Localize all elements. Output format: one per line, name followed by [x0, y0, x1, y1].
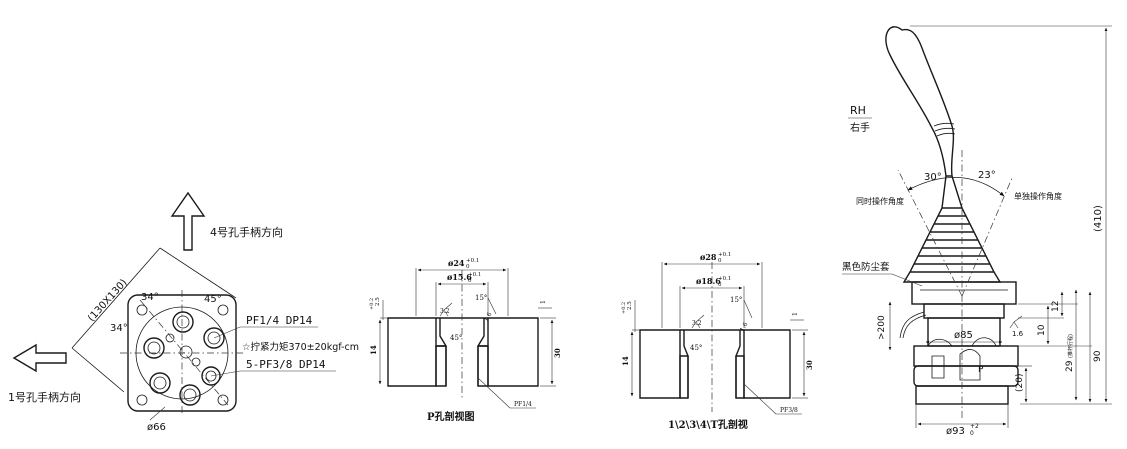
t-rough-a: 3.2	[692, 320, 702, 327]
simul-angle-label: 同时操作角度	[856, 196, 904, 206]
dim-20: (20)	[1015, 374, 1025, 392]
p-dim-mid-tol2: 0	[468, 278, 472, 284]
dim-29: 29	[1065, 360, 1075, 372]
p-depth-a-tol: +0.2	[369, 298, 375, 310]
t-dim-mid: ø18.6	[696, 276, 721, 286]
t-dim-top: ø28	[700, 252, 717, 262]
t-dim-30: 30	[805, 360, 814, 370]
t-dim-top-tol2: 0	[718, 258, 722, 264]
dim-12: 12	[1051, 301, 1061, 312]
rh-label: RH	[850, 104, 866, 117]
rubber-boot	[902, 207, 1002, 283]
dim-29-note: (推杆行程)	[1067, 334, 1074, 358]
angle-34-top: 34°	[141, 292, 159, 303]
dim-10: 10	[1037, 324, 1047, 336]
dir-label-4: 4号孔手柄方向	[210, 225, 283, 239]
p-dim-mid: ø15.6	[447, 272, 472, 282]
rh-cn-label: 右手	[850, 121, 870, 134]
base-top-view: 4号孔手柄方向 1号孔手柄方向 (130X130) 34° 34° 45	[8, 191, 359, 433]
p-dim-top-tol2: 0	[466, 264, 470, 270]
angle-34-left: 34°	[110, 323, 128, 334]
p-thread: PF1/4	[514, 401, 532, 408]
t-dim-mid-tol: +0.1	[718, 276, 731, 282]
p-depth-a: 2.5	[375, 297, 381, 306]
boot-label: 黑色防尘套	[842, 261, 890, 273]
torque-note: ☆拧紧力矩370±20kgf-cm	[242, 341, 359, 353]
p-dim-top: ø24	[448, 258, 465, 268]
p-dim-top-tol: +0.1	[466, 258, 479, 264]
handle-4-direction-arrow-icon	[170, 191, 206, 251]
p-section-caption: P孔剖视图	[427, 410, 475, 423]
handle-grip	[885, 26, 955, 177]
dim-200: >200	[877, 315, 887, 340]
t-depth-a-tol: +0.2	[621, 302, 627, 314]
t-depth-a: 2.5	[627, 301, 633, 310]
t-thread: PF3/8	[780, 407, 798, 414]
port-p-spec: PF1/4 DP14	[246, 314, 313, 327]
t-angle-15: 15°	[730, 296, 742, 304]
single-angle-label: 单独操作角度	[1014, 191, 1062, 201]
t-section-caption: 1\2\3\4\T孔剖视	[668, 418, 748, 431]
p-dim-30: 30	[553, 348, 562, 358]
p-angle-45: 45°	[450, 334, 462, 342]
dim-85: ø85	[954, 330, 973, 341]
t-angle-45: 45°	[690, 344, 702, 352]
p-dim-1: 1	[540, 300, 547, 304]
dia-66: ø66	[147, 422, 166, 433]
dir-label-1: 1号孔手柄方向	[8, 390, 81, 404]
p-dim-14: 14	[369, 345, 378, 355]
p-dim-mid-tol: +0.1	[468, 272, 481, 278]
t-port-section: ø28 +0.1 0 ø18.6 +0.1 0 15° 45° 3.2 1.6 …	[621, 252, 814, 431]
cable	[899, 311, 927, 339]
t-rough-b: 1.6	[739, 321, 750, 333]
angle-30: 30°	[924, 172, 942, 183]
t-dim-top-tol: +0.1	[718, 252, 731, 258]
p-rough-b: 1.6	[483, 311, 494, 323]
dim-93: ø93	[946, 426, 965, 437]
rough-joystick: 1.6	[1012, 330, 1024, 338]
p-port-section: ø24 +0.1 0 ø15.6 +0.1 0 15° 45° 3.2 1.6 …	[369, 258, 562, 423]
angle-23: 23°	[978, 170, 996, 181]
dim-410: (410)	[1093, 205, 1104, 232]
t-dim-1: 1	[792, 312, 799, 316]
p-angle-15: 15°	[475, 294, 487, 302]
dim-90: 90	[1093, 350, 1103, 362]
joystick-side-view: P 30° 23° RH 右手 同时操作角度 单独操作角度 黑色防尘套 (410…	[842, 25, 1112, 437]
angle-45: 45°	[204, 294, 222, 305]
handle-1-direction-arrow-icon	[12, 343, 67, 373]
port-t-spec: 5-PF3/8 DP14	[246, 358, 326, 371]
dim-93-tol: +2	[970, 423, 979, 430]
dim-93-tol2: 0	[970, 430, 974, 437]
p-rough-a: 3.2	[440, 308, 450, 315]
port-p-label: P	[978, 365, 984, 375]
t-dim-mid-tol2: 0	[718, 282, 722, 288]
t-dim-14: 14	[621, 356, 630, 366]
size-label: (130X130)	[86, 277, 130, 324]
